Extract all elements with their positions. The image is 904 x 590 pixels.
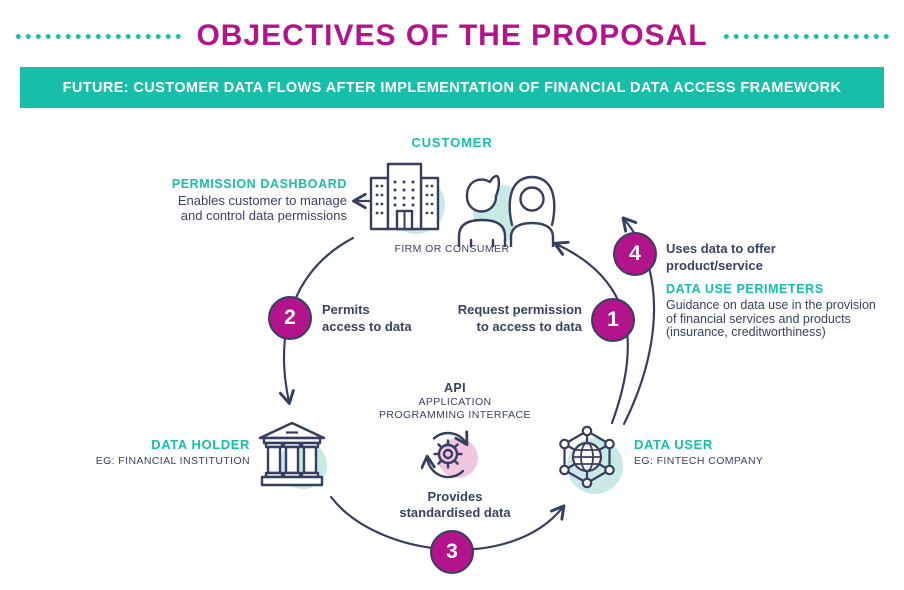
step-4-badge: 4 bbox=[613, 232, 657, 276]
customer-title: CUSTOMER bbox=[411, 135, 493, 150]
permission-dashboard-line2: and control data permissions bbox=[180, 208, 347, 223]
step-1-line1: Request permission bbox=[457, 302, 582, 317]
subtitle-banner: FUTURE: CUSTOMER DATA FLOWS AFTER IMPLEM… bbox=[20, 67, 884, 108]
api-gear-cycle-icon bbox=[421, 430, 478, 479]
bank-icon bbox=[258, 421, 327, 489]
network-globe-icon bbox=[559, 425, 623, 494]
data-use-perimeters-block: DATA USE PERIMETERS Guidance on data use… bbox=[666, 282, 881, 340]
data-user-title: DATA USER bbox=[634, 437, 713, 452]
step-2-line1: Permits bbox=[322, 302, 370, 317]
api-title: API bbox=[443, 381, 467, 395]
step-4-line2: product/service bbox=[666, 258, 763, 273]
subtitle-banner-text: FUTURE: CUSTOMER DATA FLOWS AFTER IMPLEM… bbox=[62, 79, 842, 96]
permission-dashboard-line1: Enables customer to manage bbox=[177, 193, 347, 208]
step-3-number: 3 bbox=[446, 540, 458, 563]
dotted-line-right bbox=[721, 33, 891, 39]
step-3-badge: 3 bbox=[430, 530, 474, 574]
step-1-label: Request permission to access to data bbox=[440, 301, 582, 335]
step-2-number: 2 bbox=[284, 306, 296, 329]
data-holder-block: DATA HOLDER EG: FINANCIAL INSTITUTION bbox=[95, 437, 250, 467]
step-4-number: 4 bbox=[629, 242, 641, 265]
step-4-line1: Uses data to offer bbox=[666, 241, 776, 256]
page-title: OBJECTIVES OF THE PROPOSAL bbox=[196, 19, 708, 52]
data-use-perimeters-line3: (insurance, creditworthiness) bbox=[666, 325, 826, 339]
data-use-perimeters-line2: of financial services and products bbox=[666, 311, 851, 326]
permission-dashboard-block: PERMISSION DASHBOARD Enables customer to… bbox=[120, 177, 347, 223]
step-3-label: Provides standardised data bbox=[373, 489, 537, 521]
step-1-badge: 1 bbox=[591, 298, 635, 342]
data-user-subtitle: EG: FINTECH COMPANY bbox=[634, 455, 764, 467]
permission-dashboard-title: PERMISSION DASHBOARD bbox=[171, 177, 347, 191]
step-3-line2: standardised data bbox=[399, 505, 511, 520]
step-3-line1: Provides bbox=[427, 489, 483, 504]
dotted-line-left bbox=[14, 33, 183, 39]
page-header: OBJECTIVES OF THE PROPOSAL bbox=[0, 16, 904, 56]
data-use-perimeters-title: DATA USE PERIMETERS bbox=[666, 282, 824, 296]
step-1-number: 1 bbox=[607, 308, 619, 331]
data-user-block: DATA USER EG: FINTECH COMPANY bbox=[634, 437, 814, 467]
building-icon bbox=[369, 162, 445, 234]
data-holder-subtitle: EG: FINANCIAL INSTITUTION bbox=[95, 455, 250, 467]
api-line1: APPLICATION bbox=[418, 396, 492, 408]
firm-consumer-people-icon bbox=[457, 174, 556, 247]
step-2-label: Permits access to data bbox=[322, 301, 412, 335]
api-block: API APPLICATION PROGRAMMING INTERFACE bbox=[375, 381, 535, 422]
step-2-line2: access to data bbox=[322, 319, 412, 334]
step-2-badge: 2 bbox=[268, 296, 312, 340]
step-1-line2: to access to data bbox=[476, 319, 583, 334]
customer-sublabel: FIRM OR CONSUMER bbox=[394, 243, 510, 255]
api-line2: PROGRAMMING INTERFACE bbox=[379, 409, 531, 421]
data-use-perimeters-line1: Guidance on data use in the provision bbox=[666, 298, 876, 312]
step-4-label: Uses data to offer product/service bbox=[666, 240, 776, 274]
data-holder-title: DATA HOLDER bbox=[151, 437, 250, 452]
